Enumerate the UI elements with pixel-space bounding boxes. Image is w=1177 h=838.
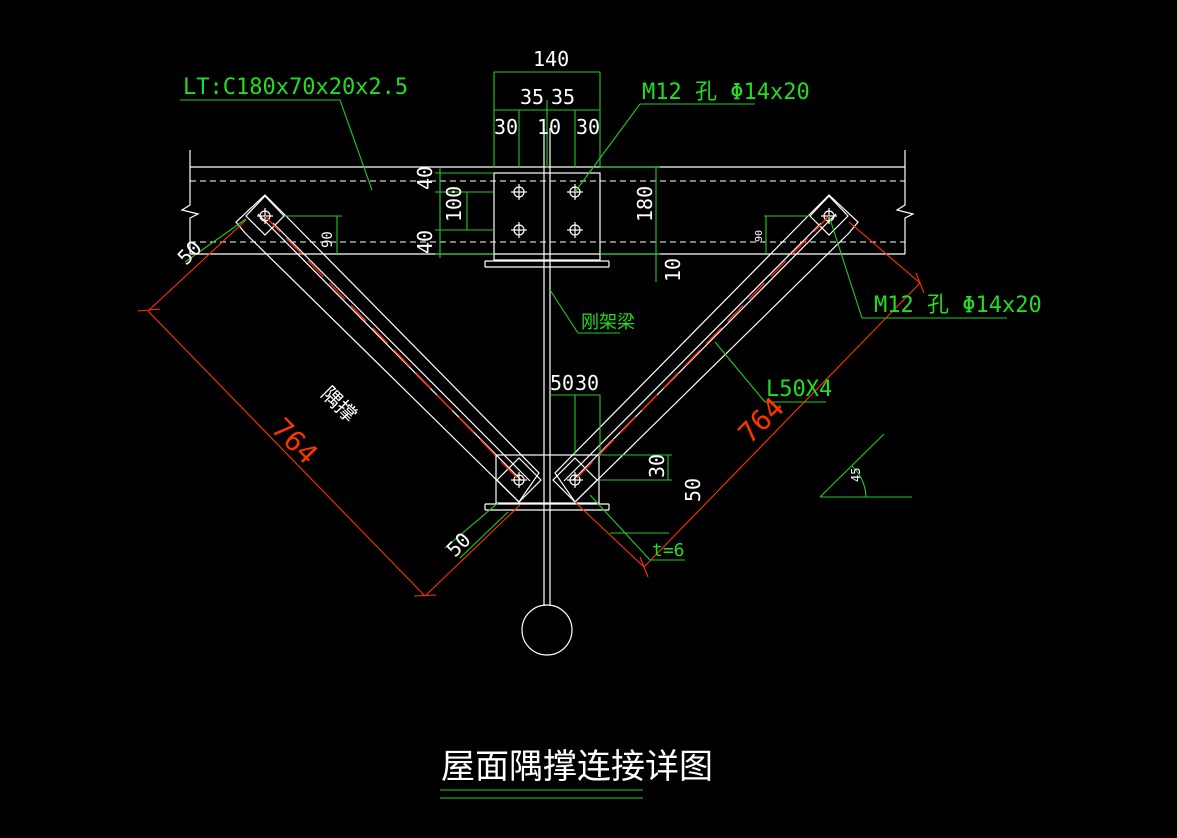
dim-764-left: 764 <box>265 412 324 471</box>
dim-90-l: 90 <box>320 231 336 248</box>
plate-label: t=6 <box>652 540 685 561</box>
dim-90-r: 90 <box>754 230 765 242</box>
dim-50-upper: 50 <box>173 236 207 270</box>
bolt-label-right: M12 孔 Φ14x20 <box>874 293 1042 318</box>
angle-label: L50X4 <box>766 377 832 402</box>
frame-beam <box>521 128 573 656</box>
bolt-label-upper: M12 孔 Φ14x20 <box>642 80 810 105</box>
drawing-title: 屋面隅撑连接详图 <box>441 747 713 787</box>
dim-180: 180 <box>633 186 657 222</box>
bolt-holes-upper <box>511 184 583 238</box>
dim-30-r: 30 <box>576 115 600 139</box>
dim-140: 140 <box>533 47 569 71</box>
dim-30-l: 30 <box>494 115 518 139</box>
angle-symbol <box>819 433 912 498</box>
title-underline <box>440 789 643 799</box>
dim-50-b: 50 <box>550 371 574 395</box>
dim-35-r: 35 <box>551 85 575 109</box>
dim-50-side: 50 <box>681 478 705 502</box>
left-angle-brace <box>235 194 540 503</box>
dimension-lines <box>184 71 810 559</box>
dim-35-l: 35 <box>520 85 544 109</box>
dim-30-b: 30 <box>575 371 599 395</box>
upper-plate <box>484 172 610 268</box>
dim-40-top: 40 <box>413 166 437 190</box>
purlin-label: LT:C180x70x20x2.5 <box>183 75 408 100</box>
dim-40-bot: 40 <box>413 230 437 254</box>
overall-dimensions <box>137 219 925 597</box>
angle-45: 45 <box>849 468 863 482</box>
dim-10: 10 <box>537 115 561 139</box>
dim-100: 100 <box>442 186 466 222</box>
brace-label: 隅撑 <box>316 382 361 427</box>
dim-10-r: 10 <box>661 258 685 282</box>
dim-30-side: 30 <box>645 454 669 478</box>
dim-50-lower: 50 <box>442 528 476 562</box>
leaders <box>180 99 1007 561</box>
beam-label: 刚架梁 <box>581 312 635 333</box>
